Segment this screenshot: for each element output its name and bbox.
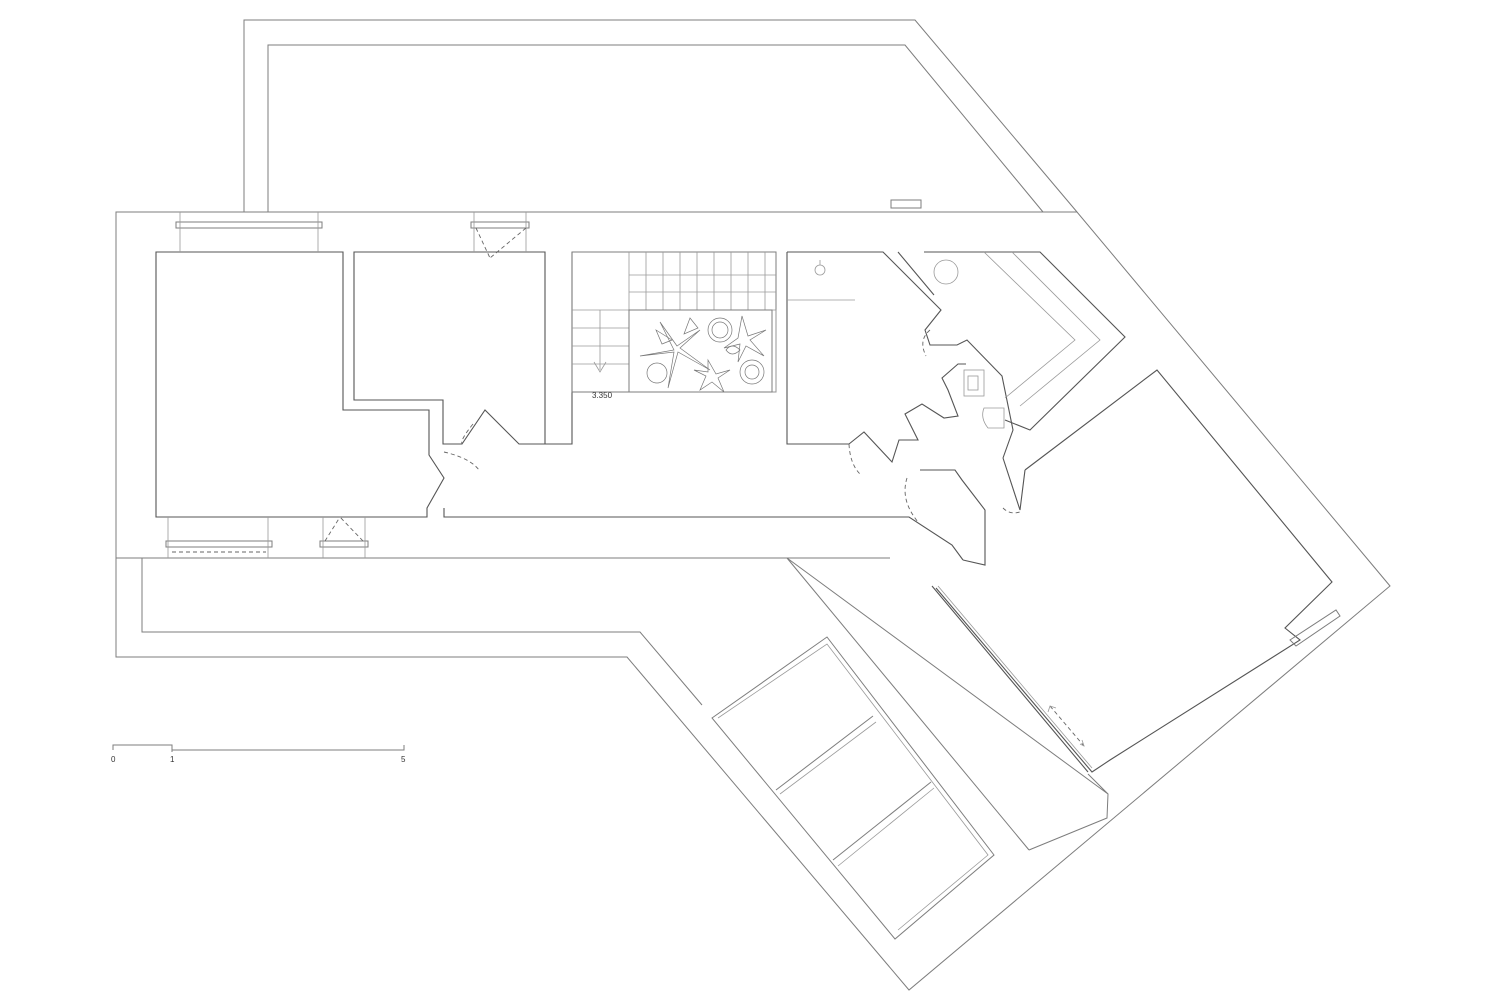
lower-terrace [711,557,1109,940]
diagonal-storage [897,251,1126,431]
planter-void [628,309,773,393]
room-middle-left [353,251,546,471]
level-label: 3.350 [592,391,613,400]
scale-bar: 0 1 5 [111,744,406,764]
room-west [155,251,445,518]
scale-tick-0: 0 [111,755,116,764]
scale-tick-1: 1 [170,755,175,764]
corridor [443,252,964,561]
windows [165,212,1341,647]
scale-tick-5: 5 [401,755,406,764]
upper-terrace [243,19,1078,213]
bathroom [786,251,1014,475]
building-outline [115,211,1391,991]
room-east [904,369,1333,773]
